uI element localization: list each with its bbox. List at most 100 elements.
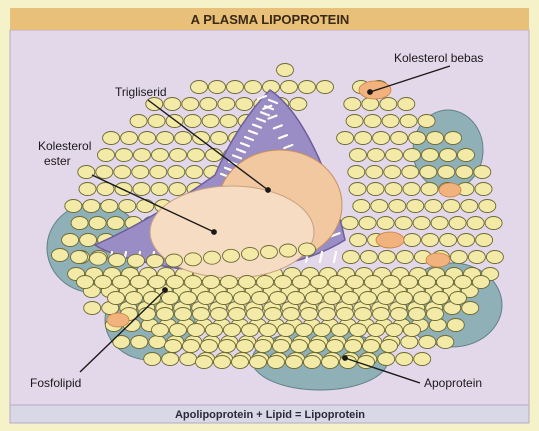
phospholipid-head [169,183,186,196]
leader-dot [266,188,270,192]
phospholipid-head [114,166,131,179]
phospholipid-head [437,336,454,349]
phospholipid-head [350,234,367,247]
phospholipid-head [131,276,148,289]
phospholipid-head [383,276,400,289]
phospholipid-head [216,292,233,305]
phospholipid-head [224,324,241,337]
phospholipid-head [419,276,436,289]
phospholipid-head [404,324,421,337]
phospholipid-head [403,183,420,196]
phospholipid-head [191,81,208,94]
phospholipid-head [368,149,385,162]
phospholipid-head [198,292,215,305]
phospholipid-head [304,356,321,369]
phospholipid-head [95,276,112,289]
phospholipid-head [349,183,366,196]
phospholipid-head [381,340,398,353]
phospholipid-head [234,292,251,305]
phospholipid-head [162,292,179,305]
phospholipid-head [121,132,138,145]
phospholipid-head [458,234,475,247]
phospholipid-head [467,217,484,230]
phospholipid-head [196,356,213,369]
phospholipid-head [382,115,399,128]
phospholipid-head [180,353,197,366]
phospholipid-head [260,324,277,337]
phospholipid-head [427,308,444,321]
phospholipid-head [342,292,359,305]
phospholipid-head [239,276,256,289]
phospholipid-head [139,132,156,145]
phospholipid-head [185,253,202,266]
phospholipid-head [291,340,308,353]
phospholipid-head [404,149,421,162]
phospholipid-head [422,149,439,162]
phospholipid-head [422,234,439,247]
phospholipid-head [396,353,413,366]
phospholipid-head [229,308,246,321]
phospholipid-head [167,276,184,289]
phospholipid-head [402,166,419,179]
phospholipid-head [157,132,174,145]
phospholipid-head [368,324,385,337]
phospholipid-head [341,217,358,230]
phospholipid-head [101,200,118,213]
phospholipid-head [175,308,192,321]
phospholipid-head [476,234,493,247]
phospholipid-head [71,217,88,230]
phospholipid-head [486,251,503,264]
label-kolesterol-ester-line2: ester [44,154,71,168]
phospholipid-head [386,324,403,337]
phospholipid-head [109,254,126,267]
phospholipid-head [236,98,253,111]
phospholipid-head [273,340,290,353]
phospholipid-head [474,166,491,179]
phospholipid-head [188,149,205,162]
phospholipid-head [275,276,292,289]
phospholipid-head [391,308,408,321]
phospholipid-head [288,292,305,305]
phospholipid-head [193,308,210,321]
phospholipid-head [80,234,97,247]
phospholipid-head [337,132,354,145]
phospholipid-head [286,356,303,369]
phospholipid-head [301,308,318,321]
phospholipid-head [280,244,297,257]
phospholipid-head [365,276,382,289]
phospholipid-head [431,217,448,230]
phospholipid-head [237,340,254,353]
leader-dot [368,90,372,94]
phospholipid-head [255,340,272,353]
phospholipid-head [362,98,379,111]
phospholipid-head [485,217,502,230]
phospholipid-head [245,81,262,94]
phospholipid-head [414,353,431,366]
phospholipid-head [317,81,334,94]
phospholipid-head [183,340,200,353]
phospholipid-head [360,292,377,305]
phospholipid-head [204,251,221,264]
phospholipid-head [367,183,384,196]
phospholipid-head [450,251,467,264]
phospholipid-head [344,98,361,111]
phospholipid-head [144,353,161,366]
phospholipid-head [200,98,217,111]
phospholipid-head [223,249,240,262]
phospholipid-head [131,336,148,349]
phospholipid-head [98,149,115,162]
phospholipid-head [128,254,145,267]
label-trigliserid: Trigliserid [115,85,167,99]
phospholipid-head [322,356,339,369]
phospholipid-head [180,292,197,305]
phospholipid-head [242,247,259,260]
phospholipid-head [108,292,125,305]
phospholipid-head [432,292,449,305]
phospholipid-head [206,324,223,337]
phospholipid-head [348,166,365,179]
phospholipid-head [438,166,455,179]
phospholipid-head [418,115,435,128]
phospholipid-head [147,255,164,268]
phospholipid-head [149,336,166,349]
